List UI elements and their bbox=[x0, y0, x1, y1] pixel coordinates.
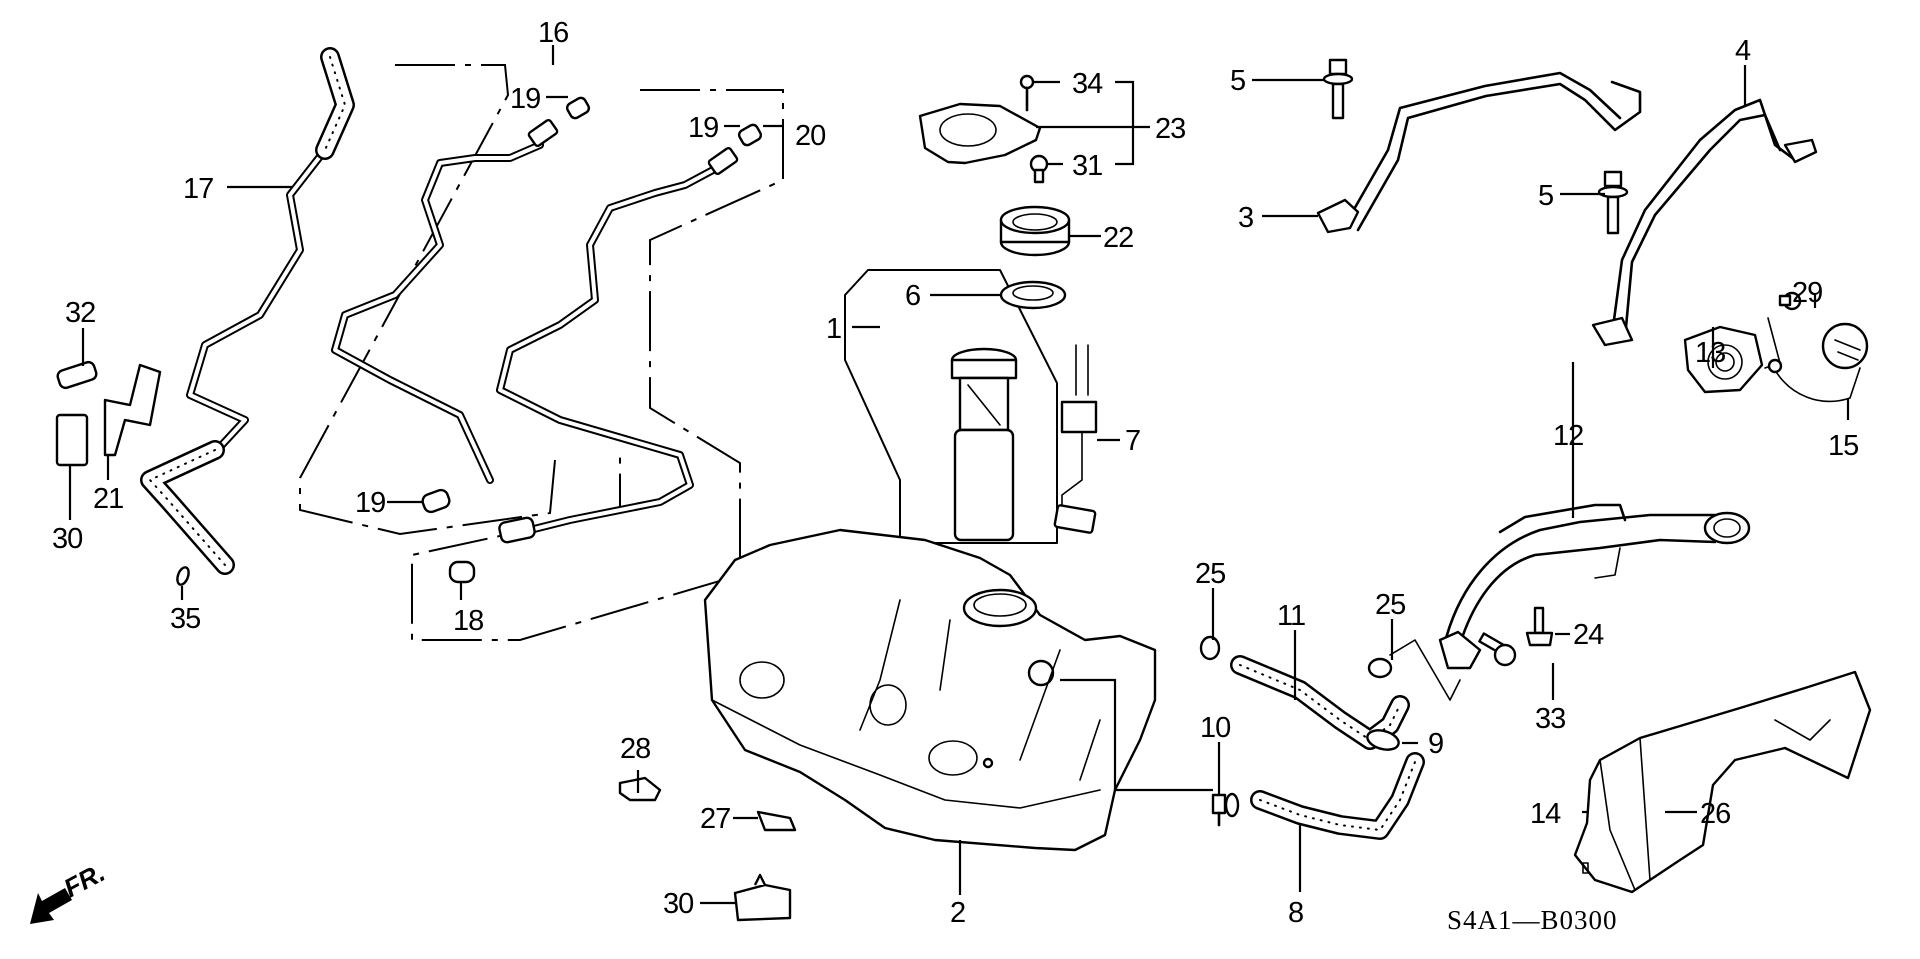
callout-8: 8 bbox=[1288, 897, 1303, 929]
hose-clamp-25-right[interactable] bbox=[1367, 657, 1393, 679]
callout-21: 21 bbox=[93, 483, 123, 515]
callout-26: 26 bbox=[1700, 798, 1730, 830]
flange-bolt-5-top[interactable] bbox=[1322, 58, 1354, 120]
arrow-left-down-icon bbox=[30, 888, 72, 924]
callout-3: 3 bbox=[1238, 202, 1253, 234]
tank-strap-4[interactable] bbox=[1591, 98, 1818, 347]
filler-base-13[interactable] bbox=[1683, 325, 1764, 394]
lock-nut-22[interactable] bbox=[999, 205, 1071, 257]
vent-pipe-17[interactable] bbox=[140, 47, 355, 575]
clip-10[interactable] bbox=[1211, 792, 1240, 827]
callout-27: 27 bbox=[700, 803, 730, 835]
callout-10: 10 bbox=[1200, 712, 1230, 744]
callout-15: 15 bbox=[1828, 430, 1858, 462]
screw-34[interactable] bbox=[1019, 74, 1035, 112]
flange-bolt-5-bottom[interactable] bbox=[1597, 170, 1629, 235]
callout-30-left: 30 bbox=[52, 523, 82, 555]
callout-25-right: 25 bbox=[1375, 589, 1405, 621]
callout-29: 29 bbox=[1792, 277, 1822, 309]
fuel-filler-hose-8[interactable] bbox=[1250, 752, 1425, 840]
hose-clamp-25-left[interactable] bbox=[1199, 635, 1221, 661]
callout-24: 24 bbox=[1573, 619, 1604, 651]
callout-31: 31 bbox=[1072, 150, 1102, 182]
callout-23: 23 bbox=[1155, 113, 1185, 145]
callout-19-bottom: 19 bbox=[355, 487, 385, 519]
callout-18: 18 bbox=[453, 605, 483, 637]
callout-6: 6 bbox=[905, 280, 920, 312]
callout-13: 13 bbox=[1695, 337, 1725, 369]
fuel-filler-cap-15[interactable] bbox=[1764, 317, 1869, 403]
return-pipe-20[interactable] bbox=[496, 146, 739, 544]
callout-5-top: 5 bbox=[1230, 65, 1245, 97]
callout-17: 17 bbox=[183, 173, 213, 205]
leader-lines bbox=[68, 45, 1850, 905]
callout-2: 2 bbox=[950, 897, 965, 929]
zigzag-leader bbox=[1389, 639, 1461, 701]
joint-19-top-right[interactable] bbox=[737, 123, 763, 147]
breather-hose-11[interactable] bbox=[1230, 655, 1410, 750]
callout-32: 32 bbox=[65, 297, 95, 329]
tank-strap-3[interactable] bbox=[1316, 71, 1642, 234]
cover-23[interactable] bbox=[918, 102, 1042, 165]
callout-1: 1 bbox=[826, 313, 841, 345]
pipe-clamp-30-bottom[interactable] bbox=[733, 873, 792, 922]
callout-22: 22 bbox=[1103, 222, 1133, 254]
joint-18[interactable] bbox=[448, 560, 476, 584]
cap-screw-29[interactable] bbox=[1778, 291, 1802, 311]
group-outline-20 bbox=[411, 89, 784, 641]
callout-30-bottom: 30 bbox=[663, 888, 693, 920]
bolt-33[interactable] bbox=[1478, 632, 1517, 667]
callout-19-top-right: 19 bbox=[688, 112, 718, 144]
bracket-21[interactable] bbox=[103, 363, 162, 457]
joint-19-top-left[interactable] bbox=[565, 96, 591, 120]
callout-5-bottom: 5 bbox=[1538, 180, 1553, 212]
diagram-code: S4A1—B0300 bbox=[1447, 905, 1618, 935]
joint-19-bottom[interactable] bbox=[421, 488, 452, 514]
fuel-filler-pipe-12[interactable] bbox=[1438, 503, 1751, 670]
clip-27[interactable] bbox=[756, 810, 797, 832]
callout-7: 7 bbox=[1125, 425, 1140, 457]
callout-9: 9 bbox=[1428, 728, 1443, 760]
clip-35[interactable] bbox=[175, 566, 191, 586]
callout-16: 16 bbox=[538, 17, 568, 49]
callout-19-top-left: 19 bbox=[510, 83, 540, 115]
front-direction-indicator: FR. bbox=[30, 857, 110, 924]
grommet-31[interactable] bbox=[1029, 154, 1049, 184]
filler-pipe-protector-14[interactable] bbox=[1573, 670, 1872, 894]
pipe-clamp-30-left[interactable] bbox=[55, 413, 89, 467]
callout-12: 12 bbox=[1553, 420, 1583, 452]
callout-11: 11 bbox=[1277, 600, 1305, 632]
callout-35: 35 bbox=[170, 603, 200, 635]
fuel-pump-module[interactable] bbox=[950, 347, 1018, 542]
bolt-24[interactable] bbox=[1525, 606, 1554, 647]
callout-25-left: 25 bbox=[1195, 558, 1225, 590]
callout-33: 33 bbox=[1535, 703, 1565, 735]
group-outline-16 bbox=[299, 64, 556, 536]
callout-4: 4 bbox=[1735, 35, 1751, 67]
callout-labels: 16 17 19 19 20 19 18 32 21 30 35 34 23 3… bbox=[52, 17, 1859, 929]
fuel-gauge-sending-unit-7[interactable] bbox=[1053, 344, 1098, 534]
bolt-32[interactable] bbox=[56, 360, 98, 390]
hose-clamp-9[interactable] bbox=[1365, 727, 1401, 753]
group-outline-1 bbox=[844, 269, 1058, 544]
base-gasket-6[interactable] bbox=[999, 280, 1067, 310]
clip-28[interactable] bbox=[618, 776, 662, 802]
feed-pipe-16[interactable] bbox=[331, 118, 559, 484]
callout-34: 34 bbox=[1072, 68, 1103, 100]
callout-20: 20 bbox=[795, 120, 825, 152]
callout-28: 28 bbox=[620, 733, 650, 765]
fuel-tank-2[interactable] bbox=[703, 528, 1157, 852]
callout-14: 14 bbox=[1530, 798, 1561, 830]
